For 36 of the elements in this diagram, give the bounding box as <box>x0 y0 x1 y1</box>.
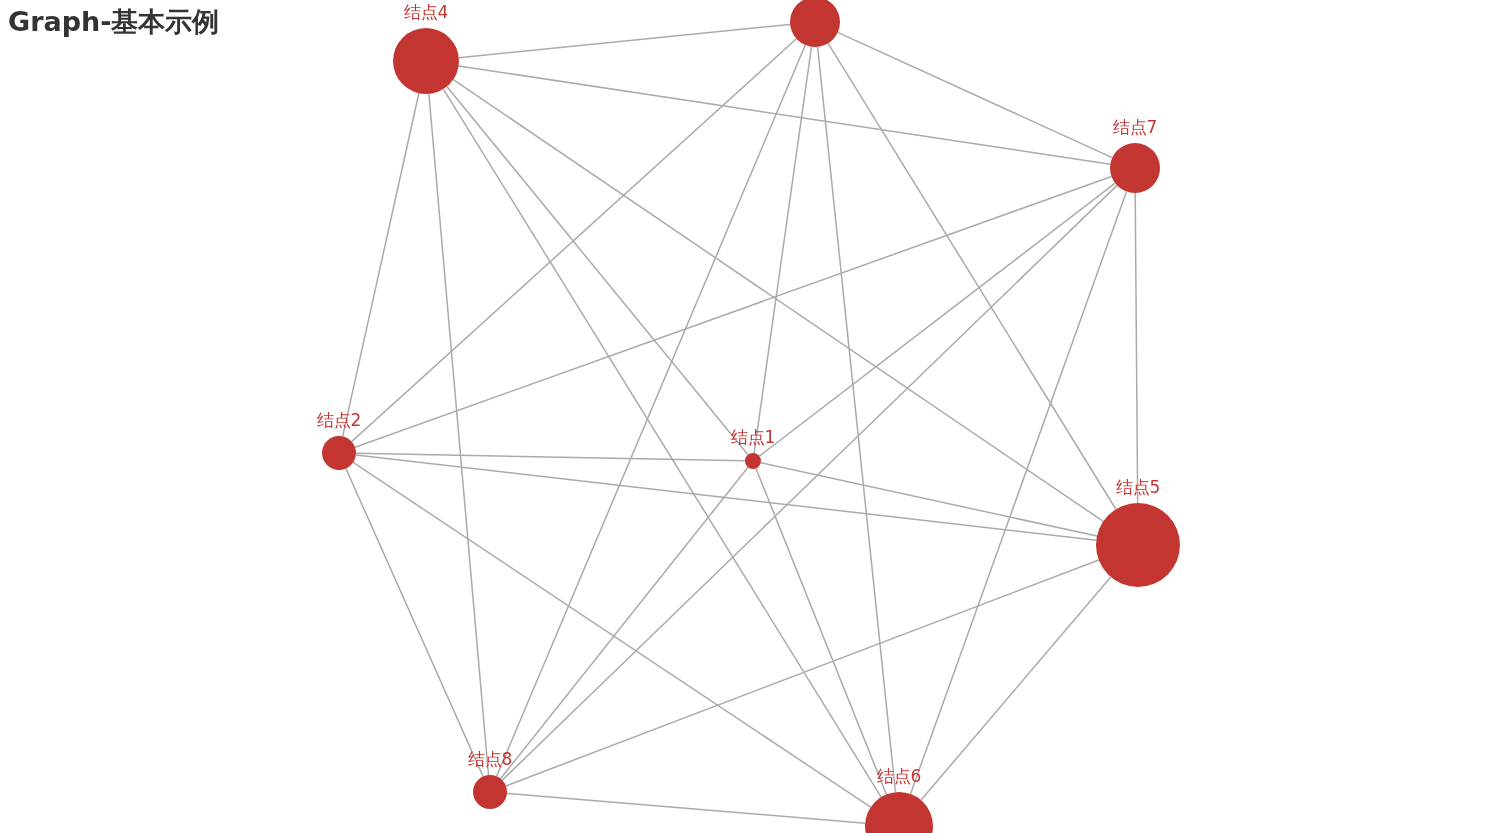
node-label: 结点5 <box>1115 477 1161 497</box>
edge-line <box>753 46 813 454</box>
edge-line <box>506 792 866 824</box>
edge-line <box>495 44 807 778</box>
edge-line <box>355 452 746 462</box>
edge-line <box>920 576 1112 801</box>
edge-line <box>457 65 1112 165</box>
edge-line <box>352 461 872 808</box>
edge-line <box>827 42 1117 510</box>
edge-line <box>355 454 1098 541</box>
edge-line <box>452 78 1104 523</box>
edge-line <box>446 85 749 456</box>
edge-line <box>1134 192 1139 504</box>
edge-line <box>499 466 749 780</box>
edge-line <box>501 184 1118 781</box>
edge-line <box>354 175 1113 448</box>
node-label: 结点4 <box>403 2 449 22</box>
edge-line <box>760 461 1098 537</box>
edge-line <box>837 31 1113 159</box>
edge-line <box>442 88 882 798</box>
node-label: 结点7 <box>1112 117 1158 137</box>
edge-line <box>755 467 888 796</box>
node-label: 结点6 <box>876 766 922 786</box>
edge-line <box>345 467 484 778</box>
edge-line <box>816 46 897 793</box>
edge-line <box>909 190 1128 795</box>
edge-line <box>505 559 1100 787</box>
edge-line <box>758 182 1116 457</box>
edge-line <box>350 38 798 443</box>
node-label: 结点2 <box>316 410 362 430</box>
node-label: 结点1 <box>730 427 776 447</box>
node-label: 结点8 <box>467 749 513 769</box>
edge-line <box>428 93 490 776</box>
chart-title: Graph-基本示例 <box>8 5 220 39</box>
edge-line <box>341 92 420 438</box>
edge-line <box>458 23 791 59</box>
